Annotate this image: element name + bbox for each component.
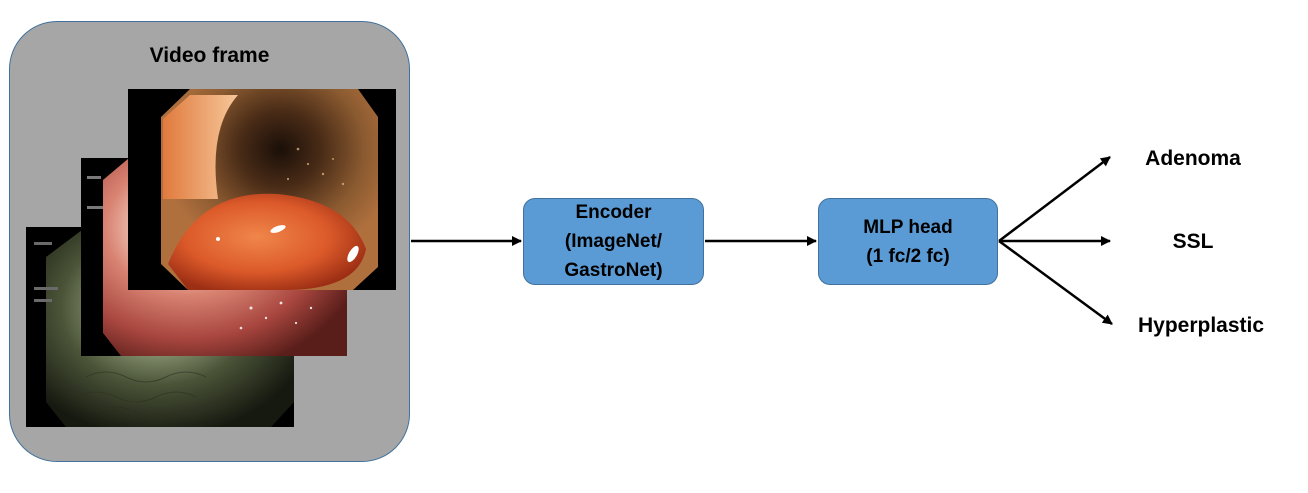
output-adenoma: Adenoma — [1145, 147, 1241, 170]
arrow-to-adenoma — [998, 156, 1111, 242]
mlp-head-label: MLP head — [863, 216, 953, 238]
mlp-head-config-label: (1 fc/2 fc) — [866, 245, 950, 267]
encoder-block: Encoder (ImageNet/ GastroNet) — [523, 198, 704, 285]
encoder-label: Encoder — [575, 202, 652, 223]
encoder-pretrain-label: (ImageNet/ — [564, 231, 663, 252]
encoder-pretrain-label-2: GastroNet) — [564, 260, 663, 281]
output-hyperplastic: Hyperplastic — [1137, 314, 1265, 337]
endoscopy-frame-front — [128, 89, 396, 290]
arrow-to-hyperplastic — [998, 239, 1113, 326]
video-frame-title: Video frame — [149, 44, 270, 67]
endoscopy-image-front — [128, 89, 396, 290]
output-ssl: SSL — [1172, 230, 1214, 253]
mlp-head-block: MLP head (1 fc/2 fc) — [818, 198, 998, 285]
